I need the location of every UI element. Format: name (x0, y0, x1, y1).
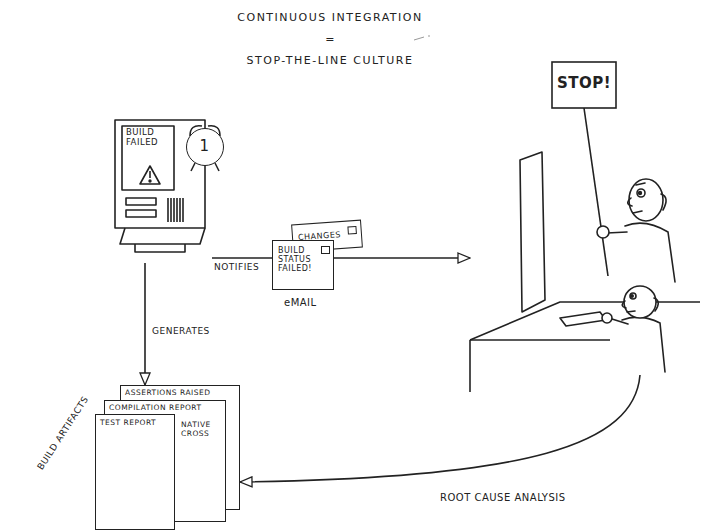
document-title: ASSERTIONS RAISED (125, 389, 211, 398)
person-drawing (602, 313, 612, 323)
alarm-clock: 1 (186, 128, 224, 166)
person-drawing (624, 286, 656, 318)
stop-sign: STOP! (470, 55, 700, 375)
email-envelope: BUILD STATUS FAILED! (272, 240, 334, 290)
person-drawing (629, 179, 663, 221)
person-drawing (625, 223, 675, 282)
computer-drawing (149, 171, 151, 178)
document-title: TEST REPORT (100, 419, 156, 428)
person-drawing (607, 232, 627, 233)
person-drawing (661, 194, 666, 210)
stop-sign-drawing (552, 62, 616, 276)
stop-sign-drawing (552, 62, 616, 108)
computer-drawing (122, 126, 174, 190)
computer-drawing (126, 210, 156, 217)
note-label: BUILD ARTIFACTS (29, 384, 98, 482)
person-drawing (612, 319, 628, 324)
person-drawing (637, 189, 645, 197)
computer-drawing (120, 228, 205, 244)
clock-number: 1 (187, 138, 222, 155)
note-label: = (220, 34, 440, 47)
person-drawing (622, 317, 665, 372)
document-title: COMPILATION REPORT (109, 404, 202, 413)
computer-drawing (149, 180, 151, 182)
edge-label: ROOT CAUSE ANALYSIS (440, 492, 566, 504)
envelope-text: BUILD STATUS FAILED! (278, 246, 320, 274)
computer-drawing (168, 198, 183, 222)
person-drawing (630, 293, 636, 299)
person-drawing (633, 211, 642, 213)
alarm-clock-bells (191, 163, 195, 171)
person-drawing (622, 301, 626, 308)
person-drawing (602, 286, 665, 372)
screen-text: BUILD FAILED (126, 128, 170, 148)
person-drawing (627, 311, 635, 312)
desk-drawing (470, 339, 610, 341)
alarm-clock-bells (215, 163, 219, 171)
note-label: eMAIL (284, 297, 317, 309)
artifact-document: TEST REPORT (95, 414, 175, 530)
person-drawing (597, 226, 609, 238)
title-text: CONTINUOUS INTEGRATION (220, 12, 440, 25)
desk-drawing (560, 312, 606, 326)
person-drawing (636, 183, 645, 185)
document-title: NATIVE CROSS (181, 421, 223, 438)
person-drawing (628, 198, 632, 206)
person-drawing (639, 192, 642, 195)
connector-arrow (212, 257, 470, 259)
stamp-box (321, 246, 330, 254)
computer-drawing (135, 244, 185, 252)
desk-drawing (470, 302, 700, 340)
pencil-mark (414, 36, 430, 40)
person-drawing (654, 298, 658, 311)
desk-drawing (520, 152, 545, 312)
stamp-box (347, 226, 357, 235)
person-drawing (597, 179, 675, 282)
person-drawing (631, 295, 633, 297)
edge-label: NOTIFIES (214, 262, 259, 272)
edge-label: GENERATES (152, 326, 210, 336)
desk-drawing (469, 340, 471, 392)
connector-arrow (144, 263, 146, 385)
computer-drawing (126, 198, 156, 205)
note-label: STOP-THE-LINE CULTURE (220, 55, 440, 68)
computer-drawing (140, 166, 160, 184)
desk-drawing (470, 152, 700, 392)
connector-arrow (240, 375, 640, 482)
sign-text: STOP! (552, 75, 616, 92)
stop-sign-drawing (584, 108, 608, 276)
pencil-mark (414, 36, 430, 40)
